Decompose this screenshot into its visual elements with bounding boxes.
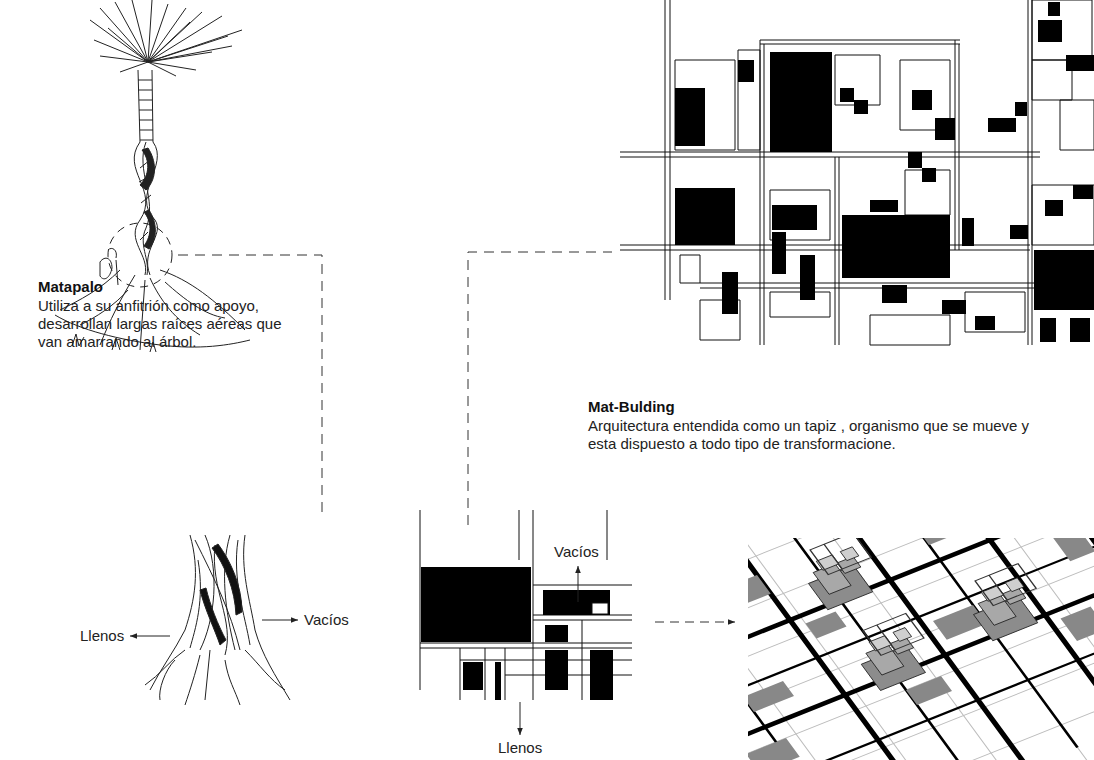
- small-plan-notch: [592, 603, 608, 614]
- plan-cells: [675, 0, 1094, 345]
- mat-bands: [748, 538, 1094, 760]
- small-plan-lines: [420, 510, 632, 700]
- axis-label: Llenos: [496, 739, 544, 757]
- label-slot: Mat-Bulding: [588, 398, 675, 416]
- small-plan-solids: [421, 567, 613, 700]
- building-top: [811, 538, 1026, 651]
- dark-strand: [200, 544, 242, 645]
- palm-leaves: [90, 0, 242, 76]
- axis-label: Vacíos: [552, 543, 601, 561]
- label-arrow: [578, 566, 579, 602]
- label-slot: Llenos: [496, 739, 544, 757]
- label-slot: Llenos: [78, 627, 126, 645]
- label-slot: Vacíos: [302, 611, 351, 629]
- label-slot: Arquitectura entendida como un tapiz , o…: [588, 417, 1043, 453]
- focus-circle: [108, 223, 172, 287]
- root-strands: [190, 535, 250, 655]
- street-blocks: [748, 538, 1094, 760]
- frame-outline: [805, 538, 1039, 655]
- axonometric-render: [748, 538, 1094, 760]
- twisted-roots: [134, 142, 157, 275]
- label-arrow: [262, 620, 298, 621]
- grey-patches: [748, 538, 1094, 760]
- mat-thin-bands: [748, 538, 1094, 760]
- building-mid: [808, 538, 1037, 675]
- small-plan: [420, 510, 632, 700]
- axis-label: Llenos: [78, 627, 126, 645]
- description: Utiliza a su anfitrión como apoyo, desar…: [38, 297, 303, 351]
- dark-root-band: [140, 148, 155, 249]
- label-slot: Matapalo: [38, 278, 103, 296]
- plan-grid-lines: [620, 0, 1094, 345]
- label-arrow: [130, 636, 170, 637]
- building-layer: [811, 538, 1026, 651]
- plan-solids: [675, 2, 1094, 342]
- render-ground: [748, 538, 1094, 760]
- description: Arquitectura entendida como un tapiz , o…: [588, 417, 1043, 453]
- label-slot: Utiliza a su anfitrión como apoyo, desar…: [38, 297, 303, 351]
- leader-line: [178, 255, 322, 515]
- trunk-ladder: [138, 70, 153, 142]
- label-arrow: [520, 702, 521, 735]
- building-layer: [808, 538, 1037, 675]
- leader-line: [468, 252, 612, 525]
- building-frame: [805, 538, 1039, 655]
- heading: Mat-Bulding: [588, 398, 675, 416]
- label-slot: Vacíos: [552, 543, 601, 561]
- dashed-arrow: [655, 622, 735, 623]
- heading: Matapalo: [38, 278, 103, 296]
- axis-label: Vacíos: [302, 611, 351, 629]
- mat-building-plan: [620, 0, 1094, 345]
